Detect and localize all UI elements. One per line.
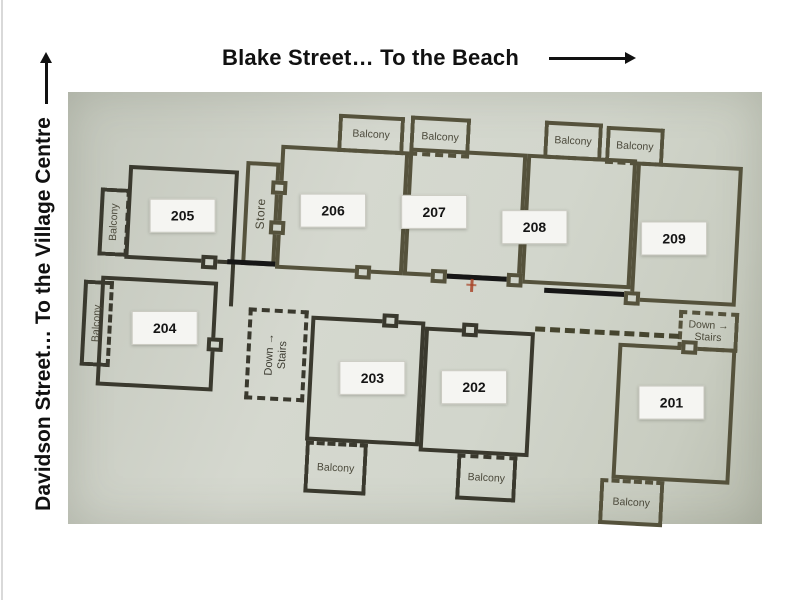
room-store: Store <box>241 161 281 267</box>
balcony-209: Balcony <box>604 125 665 167</box>
balcony-label: Balcony <box>316 461 355 476</box>
store-label: Store <box>253 197 269 230</box>
floor-plan-photo: Store Balcony Balcony Balcony Balcony <box>68 92 762 528</box>
stairwell-left: Down → Stairs <box>244 307 309 403</box>
balcony-202: Balcony <box>455 453 518 503</box>
street-label-left: Davidson Street… To the Village Centre <box>32 117 55 511</box>
corridor-end-wall <box>228 264 236 307</box>
balcony-label: Balcony <box>615 139 654 154</box>
door-segment <box>544 287 635 298</box>
door-notch <box>430 268 448 284</box>
door-notch <box>506 272 524 288</box>
room-label-205: 205 <box>149 198 216 233</box>
up-arrow-icon <box>40 52 52 104</box>
left-edge-artifact <box>1 0 3 600</box>
room-label-209: 209 <box>641 221 708 256</box>
room-label-202: 202 <box>441 370 508 405</box>
room-label-204: 204 <box>131 310 198 345</box>
room-label-206: 206 <box>300 193 367 228</box>
room-label-207: 207 <box>401 194 468 229</box>
door-notch <box>623 290 641 306</box>
street-label-top: Blake Street… To the Beach <box>222 40 636 76</box>
door-notch <box>354 264 372 280</box>
door-notch <box>681 340 698 355</box>
balcony-205: Balcony <box>97 187 131 257</box>
stairs-text: Stairs <box>275 340 290 370</box>
door-notch <box>268 220 286 236</box>
floor-plan: Store Balcony Balcony Balcony Balcony <box>56 74 772 542</box>
balcony-208: Balcony <box>543 120 604 162</box>
room-label-203: 203 <box>339 360 406 395</box>
balcony-label: Balcony <box>554 134 593 149</box>
door-notch <box>200 254 218 270</box>
door-notch <box>382 313 399 329</box>
balcony-label: Balcony <box>467 471 506 485</box>
stairs-down-text: Down → <box>262 333 277 376</box>
balcony-201: Balcony <box>598 477 665 528</box>
balcony-label: Balcony <box>421 130 460 145</box>
balcony-label: Balcony <box>89 304 104 343</box>
blake-street-text: Blake Street… To the Beach <box>222 45 519 70</box>
red-mark <box>466 283 477 287</box>
balcony-label: Balcony <box>107 203 122 242</box>
stairwell-left-label: Down → Stairs <box>262 333 290 376</box>
room-label-201: 201 <box>638 385 705 420</box>
room-label-208: 208 <box>501 210 568 245</box>
balcony-204: Balcony <box>79 279 115 368</box>
stairs-text: Stairs <box>694 330 722 345</box>
door-notch <box>206 337 224 353</box>
door-notch <box>270 180 288 196</box>
right-arrow-icon <box>549 51 636 64</box>
door-notch <box>461 322 479 338</box>
balcony-207: Balcony <box>409 115 472 159</box>
corridor-dashed-wall <box>535 326 680 339</box>
balcony-label: Balcony <box>612 495 651 510</box>
balcony-203: Balcony <box>303 440 368 496</box>
balcony-label: Balcony <box>352 127 391 142</box>
balcony-206: Balcony <box>337 113 406 156</box>
